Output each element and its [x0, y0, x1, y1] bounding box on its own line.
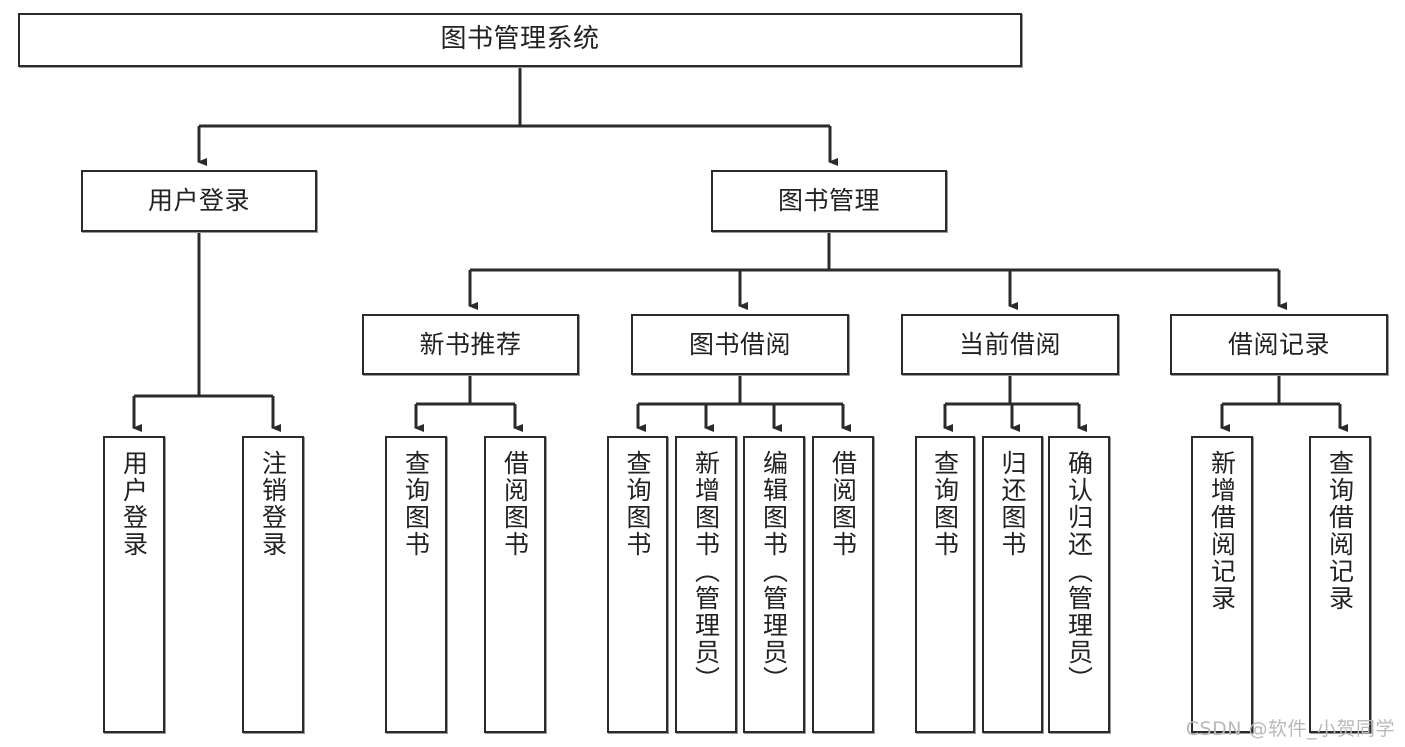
node-current-borrow[interactable]: 当前借阅	[901, 314, 1119, 375]
leaf-node[interactable]: 借阅图书	[812, 436, 874, 733]
leaf-node[interactable]: 新增借阅记录	[1191, 436, 1253, 733]
node-label: 新书推荐	[419, 329, 522, 359]
edge-group-borrow-record	[1220, 375, 1348, 432]
node-label: 查询图书	[401, 450, 431, 558]
node-label: 借阅图书	[500, 450, 530, 558]
node-label: 当前借阅	[958, 329, 1061, 359]
node-label: 注销登录	[258, 450, 288, 558]
leaf-node[interactable]: 用户登录	[103, 436, 165, 733]
edge-group-new-book-rec	[414, 375, 523, 432]
node-label: 图书管理	[777, 186, 880, 215]
node-label: 图书借阅	[688, 329, 791, 359]
node-label: 图书管理系统	[440, 24, 600, 55]
node-label: 归还图书	[998, 450, 1027, 558]
node-label: 借阅图书	[828, 450, 858, 558]
edge-group-book-borrow	[636, 375, 851, 432]
leaf-node[interactable]: 确认归还（管理员）	[1048, 436, 1110, 733]
watermark-text: CSDN @软件_小贺同学	[1185, 718, 1395, 740]
node-label: 新增借阅记录	[1207, 450, 1237, 612]
edge-group-user-login	[132, 232, 281, 432]
leaf-node[interactable]: 借阅图书	[484, 436, 546, 733]
leaf-node[interactable]: 新增图书（管理员）	[675, 436, 737, 733]
leaf-node[interactable]: 注销登录	[242, 436, 304, 733]
leaf-node[interactable]: 查询图书	[915, 436, 975, 733]
node-book-borrow[interactable]: 图书借阅	[631, 314, 849, 375]
leaf-node[interactable]: 归还图书	[982, 436, 1043, 733]
node-label: 确认归还（管理员）	[1064, 450, 1094, 693]
leaf-node[interactable]: 查询图书	[607, 436, 668, 733]
node-borrow-record[interactable]: 借阅记录	[1170, 314, 1388, 375]
node-label: 查询图书	[623, 450, 652, 558]
leaf-node[interactable]: 查询借阅记录	[1309, 436, 1371, 733]
leaf-node[interactable]: 查询图书	[385, 436, 447, 733]
edge-group-root	[197, 67, 838, 166]
node-book-manage[interactable]: 图书管理	[711, 170, 947, 232]
edge-group-current-borrow	[943, 375, 1087, 432]
node-root-system[interactable]: 图书管理系统	[18, 13, 1022, 67]
leaf-node[interactable]: 编辑图书（管理员）	[743, 436, 805, 733]
node-label: 用户登录	[147, 186, 250, 215]
node-user-login[interactable]: 用户登录	[81, 170, 317, 232]
node-label: 查询图书	[930, 450, 960, 558]
node-label: 新增图书（管理员）	[691, 450, 721, 693]
node-label: 查询借阅记录	[1325, 450, 1355, 612]
node-label: 用户登录	[119, 450, 149, 558]
node-label: 编辑图书（管理员）	[759, 450, 789, 693]
node-new-book-recommend[interactable]: 新书推荐	[362, 314, 579, 375]
edge-group-book-manage	[468, 232, 1287, 310]
node-label: 借阅记录	[1227, 329, 1330, 359]
